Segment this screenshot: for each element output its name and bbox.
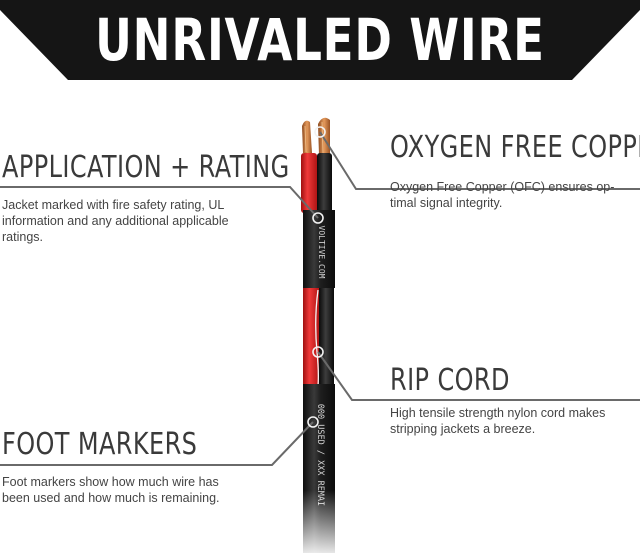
foot-markers-description: Foot markers show how much wire has been… bbox=[2, 474, 220, 506]
callout-line-application bbox=[0, 186, 319, 219]
copper-callout-marker bbox=[314, 126, 326, 138]
foot-markers-desc-line: Foot markers show how much wire has bbox=[2, 475, 219, 489]
copper-desc-line: timal signal integrity. bbox=[390, 196, 503, 210]
stripped-section bbox=[303, 288, 334, 387]
application-callout-marker bbox=[312, 212, 324, 224]
callout-lines bbox=[0, 131, 640, 466]
jacket-print-lower: 000 USED / XXX REMAI bbox=[315, 404, 325, 506]
callout-line-foot-markers bbox=[0, 421, 314, 466]
ripcord-desc-line: stripping jackets a breeze. bbox=[390, 422, 536, 436]
callout-line-ripcord bbox=[317, 351, 640, 401]
oxygen-free-copper-heading: OXYGEN FREE COPPER bbox=[390, 130, 640, 165]
title-banner: UNRIVALED WIRE bbox=[0, 0, 640, 82]
cable-fade bbox=[296, 490, 342, 553]
callout-line-copper bbox=[319, 131, 640, 190]
exposed-conductors bbox=[301, 153, 332, 213]
application-rating-heading: APPLICATION + RATING bbox=[2, 150, 290, 185]
rip-cord-description: High tensile strength nylon cord makes s… bbox=[390, 405, 605, 437]
application-desc-line: Jacket marked with fire safety rating, U… bbox=[2, 198, 225, 212]
ripcord-callout-marker bbox=[312, 346, 324, 358]
application-desc-line: ratings. bbox=[2, 230, 43, 244]
banner-title: UNRIVALED WIRE bbox=[95, 6, 545, 74]
foot-markers-desc-line: been used and how much is remaining. bbox=[2, 491, 220, 505]
jacket-print-upper: VOLTIVE.COM bbox=[317, 226, 326, 279]
ripcord-desc-line: High tensile strength nylon cord makes bbox=[390, 406, 606, 420]
application-desc-line: information and any additional applicabl… bbox=[2, 214, 229, 228]
foot-markers-callout-marker bbox=[307, 416, 319, 428]
oxygen-free-copper-description: Oxygen Free Copper (OFC) ensures op- tim… bbox=[390, 179, 614, 211]
copper-strands bbox=[302, 117, 330, 155]
rip-cord-thread bbox=[315, 289, 319, 387]
rip-cord-heading: RIP CORD bbox=[390, 363, 510, 398]
copper-desc-line: Oxygen Free Copper (OFC) ensures op- bbox=[390, 180, 615, 194]
application-rating-description: Jacket marked with fire safety rating, U… bbox=[2, 197, 229, 245]
banner-background bbox=[0, 0, 640, 80]
foot-markers-heading: FOOT MARKERS bbox=[2, 427, 198, 462]
